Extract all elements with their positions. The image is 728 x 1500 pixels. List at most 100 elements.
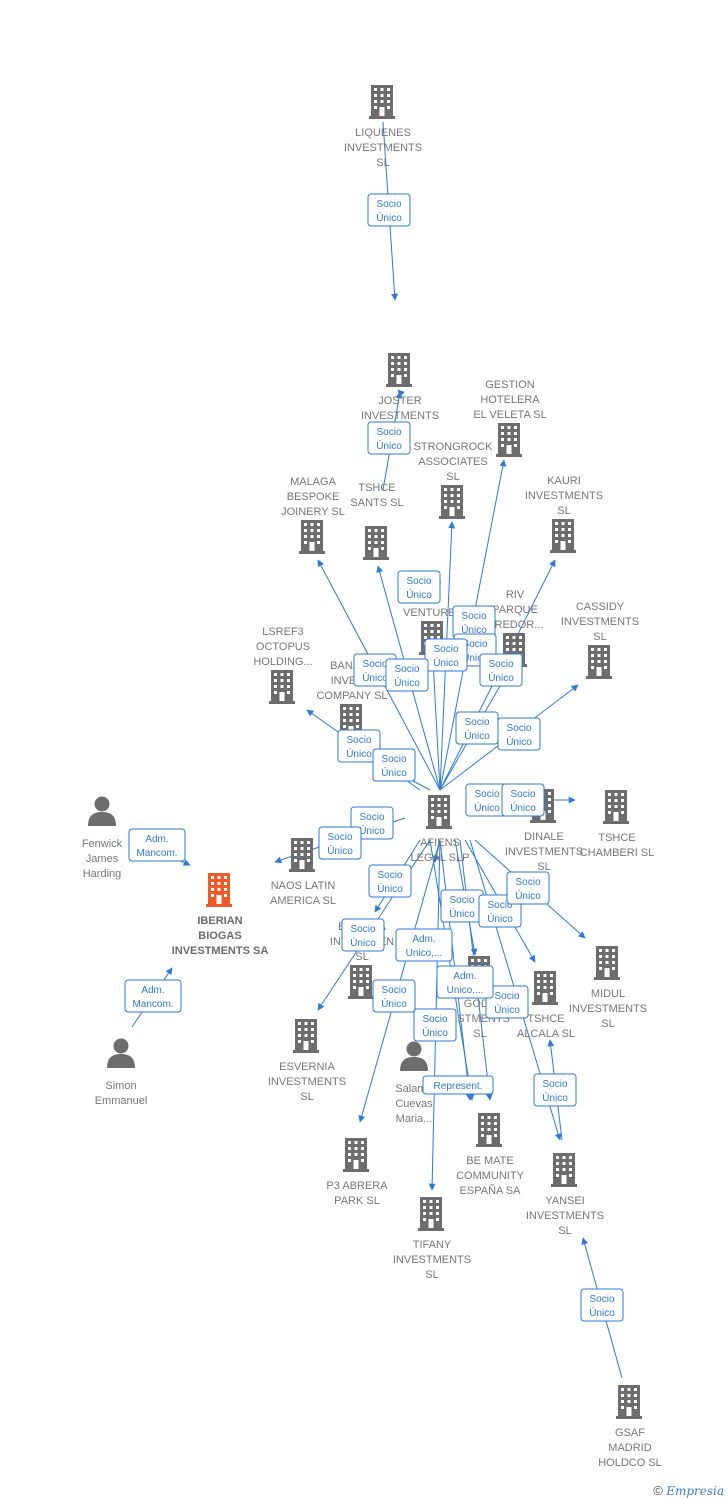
edge-label-box <box>436 965 494 999</box>
node-label-line: SL <box>376 157 389 169</box>
node-label-line: SL <box>355 951 368 963</box>
edge-label-text: Socio <box>433 644 458 655</box>
edge-label-text: Socio <box>464 717 489 728</box>
node-label-line: P3 ABRERA <box>326 1180 388 1192</box>
edge-label-text: Socio <box>462 639 487 650</box>
edge-label-text: Adm. <box>145 834 168 845</box>
person-icon <box>88 796 116 826</box>
edge-label-text: Único <box>406 588 432 601</box>
edge-label-box <box>424 638 468 672</box>
building-icon <box>418 1197 444 1231</box>
edge-label-box <box>128 828 186 862</box>
edge-label[interactable]: Adm.Unico,... <box>436 965 494 999</box>
node-label-line: Fenwick <box>82 838 123 850</box>
node-label-line: SL <box>557 505 570 517</box>
edge-label-text: Socio <box>506 723 531 734</box>
building-icon <box>586 645 612 679</box>
node-label-line: SL <box>300 1091 313 1103</box>
edge-label[interactable]: Adm.Unico,... <box>395 928 453 962</box>
node-label-line: SL <box>446 471 459 483</box>
node-label-line: SANTS SL <box>350 497 403 509</box>
edge-label-box <box>501 783 545 817</box>
node-label-line: Harding <box>83 868 122 880</box>
edge-label[interactable]: Adm.Mancom. <box>124 979 182 1013</box>
edge-label-text: Socio <box>362 659 387 670</box>
node-label-line: TSHCE <box>358 482 395 494</box>
node-label-line: CASSIDY <box>576 601 625 613</box>
edge-label[interactable]: Adm.Mancom. <box>128 828 186 862</box>
edge-label-text: Socio <box>381 985 406 996</box>
edge-label[interactable]: Represent. <box>422 1075 494 1095</box>
edge-label-text: Unico,... <box>406 948 443 959</box>
node-tshce_sants[interactable]: TSHCE SANTS SL <box>350 482 404 560</box>
edge-label-text: Único <box>433 656 459 669</box>
node-label-line: NAOS LATIN <box>271 880 336 892</box>
building-icon <box>551 1153 577 1187</box>
node-label-line: RIV <box>506 589 525 601</box>
node-label-line: INVESTMENTS <box>526 1210 604 1222</box>
node-lsref3[interactable]: LSREF3OCTOPUSHOLDING... <box>253 626 313 704</box>
node-label-line: HOTELERA <box>480 394 540 406</box>
edge-label-box <box>124 979 182 1013</box>
node-label-line: BIOGAS <box>198 930 241 942</box>
node-label-line: OCTOPUS <box>256 641 310 653</box>
node-label-line: JOINERY SL <box>281 506 345 518</box>
edge-label-text: Socio <box>359 812 384 823</box>
edge-label-text: Único <box>515 889 541 902</box>
building-icon <box>269 670 295 704</box>
edge-labels-layer: SocioÚnicoSocioÚnicoSocioÚnicoSocioÚnico… <box>124 193 624 1322</box>
edge-label-text: Único <box>327 844 353 857</box>
node-label-line: INVESTMENTS <box>344 142 422 154</box>
node-label-line: HOLDCO SL <box>598 1457 662 1469</box>
node-label-line: TIFANY <box>413 1239 452 1251</box>
brand-logo[interactable]: Empresia <box>666 1484 724 1498</box>
building-icon <box>299 520 325 554</box>
node-riv[interactable]: RIVPARQUERREDOR... <box>487 589 544 667</box>
